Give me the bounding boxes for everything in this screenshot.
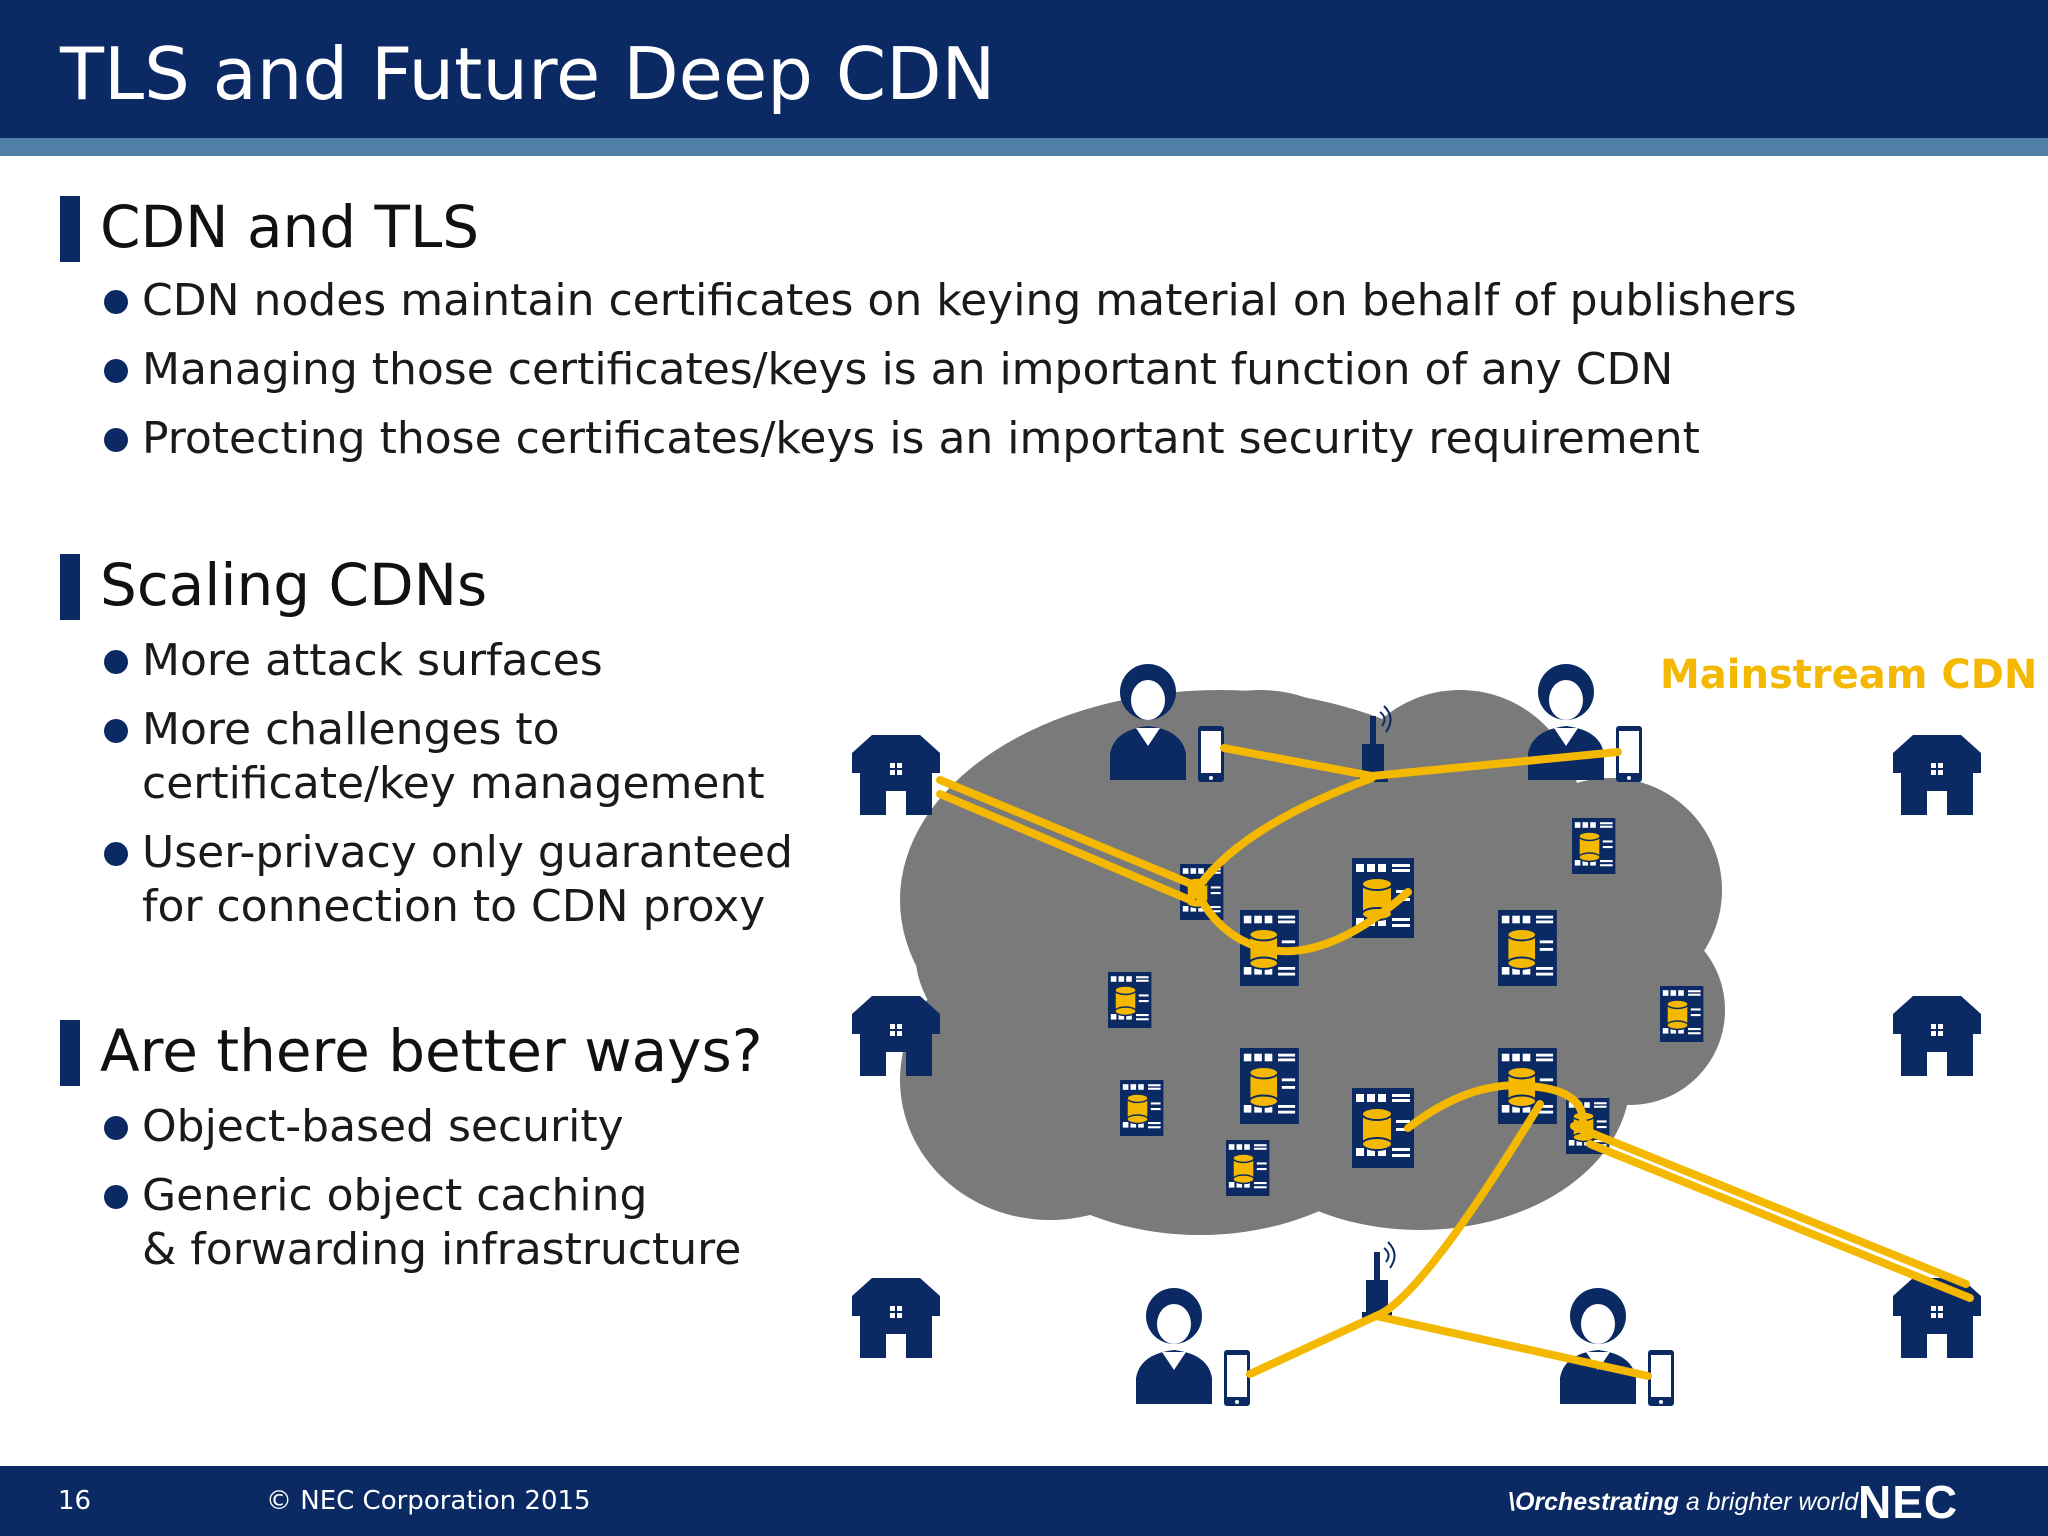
- house-icon: [1893, 1278, 1981, 1358]
- bullet-dot: [104, 428, 128, 452]
- bullet-item: Protecting those certificates/keys is an…: [104, 412, 1797, 466]
- bullet-dot: [104, 359, 128, 383]
- house-icon: [852, 1278, 940, 1358]
- page-number: 16: [58, 1486, 92, 1516]
- bullet-text: CDN nodes maintain certificates on keyin…: [142, 275, 1797, 326]
- bullet-text: User-privacy only guaranteed: [142, 827, 793, 878]
- section-marker: [60, 1020, 80, 1086]
- tagline: \Orchestrating a brighter world: [1508, 1486, 1858, 1518]
- bullet-text: for connection to CDN proxy: [142, 881, 766, 932]
- bullet-dot: [104, 290, 128, 314]
- bullet-dot: [104, 719, 128, 743]
- section-heading: Scaling CDNs: [100, 551, 488, 619]
- bullet-text: More challenges to: [142, 704, 560, 755]
- cache-server-icon: [1571, 817, 1617, 875]
- title-bar: TLS and Future Deep CDN: [0, 0, 2048, 138]
- house-icon: [852, 996, 940, 1076]
- bullet-text: Object-based security: [142, 1101, 624, 1152]
- bullet-item: CDN nodes maintain certificates on keyin…: [104, 274, 1797, 328]
- connection-paths: [936, 744, 1974, 1380]
- section-heading: Are there better ways?: [100, 1017, 763, 1085]
- bullet-text: certificate/key management: [142, 758, 765, 809]
- copyright-text: © NEC Corporation 2015: [266, 1486, 591, 1516]
- bullet-text: Managing those certificates/keys is an i…: [142, 344, 1674, 395]
- bullet-item: Generic object caching& forwarding infra…: [104, 1169, 741, 1277]
- cache-server-icon: [1225, 1139, 1271, 1197]
- bullet-dot: [104, 650, 128, 674]
- house-icon: [852, 735, 940, 815]
- cache-server-icon: [1497, 909, 1558, 987]
- user-with-phone-icon: [1528, 664, 1642, 782]
- nec-logo: NEC: [1858, 1476, 1959, 1528]
- bullet-text: & forwarding infrastructure: [142, 1224, 742, 1275]
- footer-bar: 16 © NEC Corporation 2015 \Orchestrating…: [0, 1466, 2048, 1536]
- bullet-list: CDN nodes maintain certificates on keyin…: [104, 274, 1797, 466]
- slide-title: TLS and Future Deep CDN: [60, 32, 996, 116]
- user-with-phone-icon: [1560, 1288, 1674, 1406]
- cache-server-icon: [1239, 1047, 1300, 1125]
- cdn-network-diagram: [852, 664, 1981, 1406]
- house-icon: [1893, 996, 1981, 1076]
- bullet-dot: [104, 1116, 128, 1140]
- cache-server-icon: [1659, 985, 1705, 1043]
- cache-server-icon: [1119, 1079, 1165, 1137]
- bullet-text: Generic object caching: [142, 1170, 648, 1221]
- bullet-item: Managing those certificates/keys is an i…: [104, 343, 1797, 397]
- title-stripe: [0, 138, 2048, 156]
- bullet-item: Object-based security: [104, 1100, 741, 1154]
- bullet-dot: [104, 1185, 128, 1209]
- cache-server-icon: [1107, 971, 1153, 1029]
- tagline-strong: \Orchestrating: [1508, 1488, 1679, 1516]
- bullet-dot: [104, 842, 128, 866]
- section-heading: CDN and TLS: [100, 193, 480, 261]
- bullet-list: Object-based security Generic object cac…: [104, 1100, 741, 1277]
- tagline-rest: a brighter world: [1685, 1488, 1859, 1516]
- user-with-phone-icon: [1136, 1288, 1250, 1406]
- house-icon: [1893, 735, 1981, 815]
- cache-server-icon: [1179, 863, 1225, 921]
- bullet-item: More attack surfaces: [104, 634, 793, 688]
- section-marker: [60, 196, 80, 262]
- bullet-text: Protecting those certificates/keys is an…: [142, 413, 1700, 464]
- section-marker: [60, 554, 80, 620]
- diagram-label: Mainstream CDN: [1660, 652, 2038, 698]
- bullet-text: More attack surfaces: [142, 635, 603, 686]
